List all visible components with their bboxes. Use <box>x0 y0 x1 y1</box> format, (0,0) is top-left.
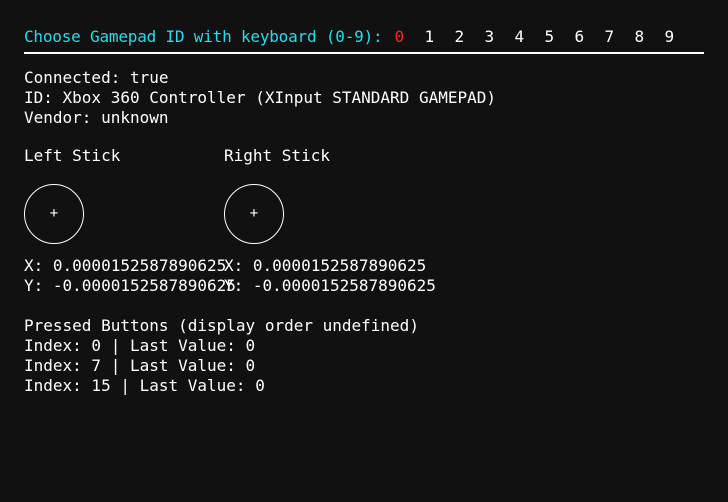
right-stick-circle: + <box>224 184 284 244</box>
header-divider <box>24 52 704 54</box>
pressed-buttons-title: Pressed Buttons (display order undefined… <box>24 316 419 335</box>
left-stick-values: X: 0.0000152587890625 Y: -0.000015258789… <box>24 256 236 296</box>
left-stick-title: Left Stick <box>24 146 121 165</box>
gamepad-id-8[interactable]: 8 <box>634 26 645 46</box>
gamepad-info: Connected: true ID: Xbox 360 Controller … <box>24 68 496 128</box>
right-stick-y: Y: -0.0000152587890625 <box>224 276 436 295</box>
left-stick-x: X: 0.0000152587890625 <box>24 256 227 275</box>
left-stick-position-marker: + <box>49 205 59 222</box>
right-stick-title: Right Stick <box>224 146 330 165</box>
connected-status: Connected: true <box>24 68 169 87</box>
right-stick-values: X: 0.0000152587890625 Y: -0.000015258789… <box>224 256 436 296</box>
right-stick-x: X: 0.0000152587890625 <box>224 256 427 275</box>
right-stick-position-marker: + <box>249 205 259 222</box>
gamepad-id-7[interactable]: 7 <box>604 26 615 46</box>
gamepad-id-prompt: Choose Gamepad ID with keyboard (0-9): <box>24 26 383 46</box>
gamepad-id-3[interactable]: 3 <box>484 26 495 46</box>
pressed-buttons-panel: Pressed Buttons (display order undefined… <box>24 316 419 396</box>
gamepad-id-9[interactable]: 9 <box>664 26 675 46</box>
right-stick-panel: Right Stick + X: 0.0000152587890625 Y: -… <box>224 146 436 295</box>
left-stick-y: Y: -0.0000152587890625 <box>24 276 236 295</box>
gamepad-id-2[interactable]: 2 <box>454 26 465 46</box>
gamepad-id-1[interactable]: 1 <box>424 26 435 46</box>
pressed-button-row: Index: 0 | Last Value: 0 <box>24 336 256 355</box>
gamepad-id-selector: 0 1 2 3 4 5 6 7 8 9 <box>394 27 694 46</box>
left-stick-panel: Left Stick + X: 0.0000152587890625 Y: -0… <box>24 146 236 295</box>
header-bar: Choose Gamepad ID with keyboard (0-9): 0… <box>24 24 704 48</box>
gamepad-id-label: ID: Xbox 360 Controller (XInput STANDARD… <box>24 88 497 107</box>
pressed-button-row: Index: 7 | Last Value: 0 <box>24 356 256 375</box>
gamepad-id-6[interactable]: 6 <box>574 26 585 46</box>
gamepad-id-5[interactable]: 5 <box>544 26 555 46</box>
gamepad-id-0[interactable]: 0 <box>394 26 405 46</box>
gamepad-id-4[interactable]: 4 <box>514 26 525 46</box>
vendor-label: Vendor: unknown <box>24 108 169 127</box>
pressed-button-row: Index: 15 | Last Value: 0 <box>24 376 265 395</box>
left-stick-circle: + <box>24 184 84 244</box>
